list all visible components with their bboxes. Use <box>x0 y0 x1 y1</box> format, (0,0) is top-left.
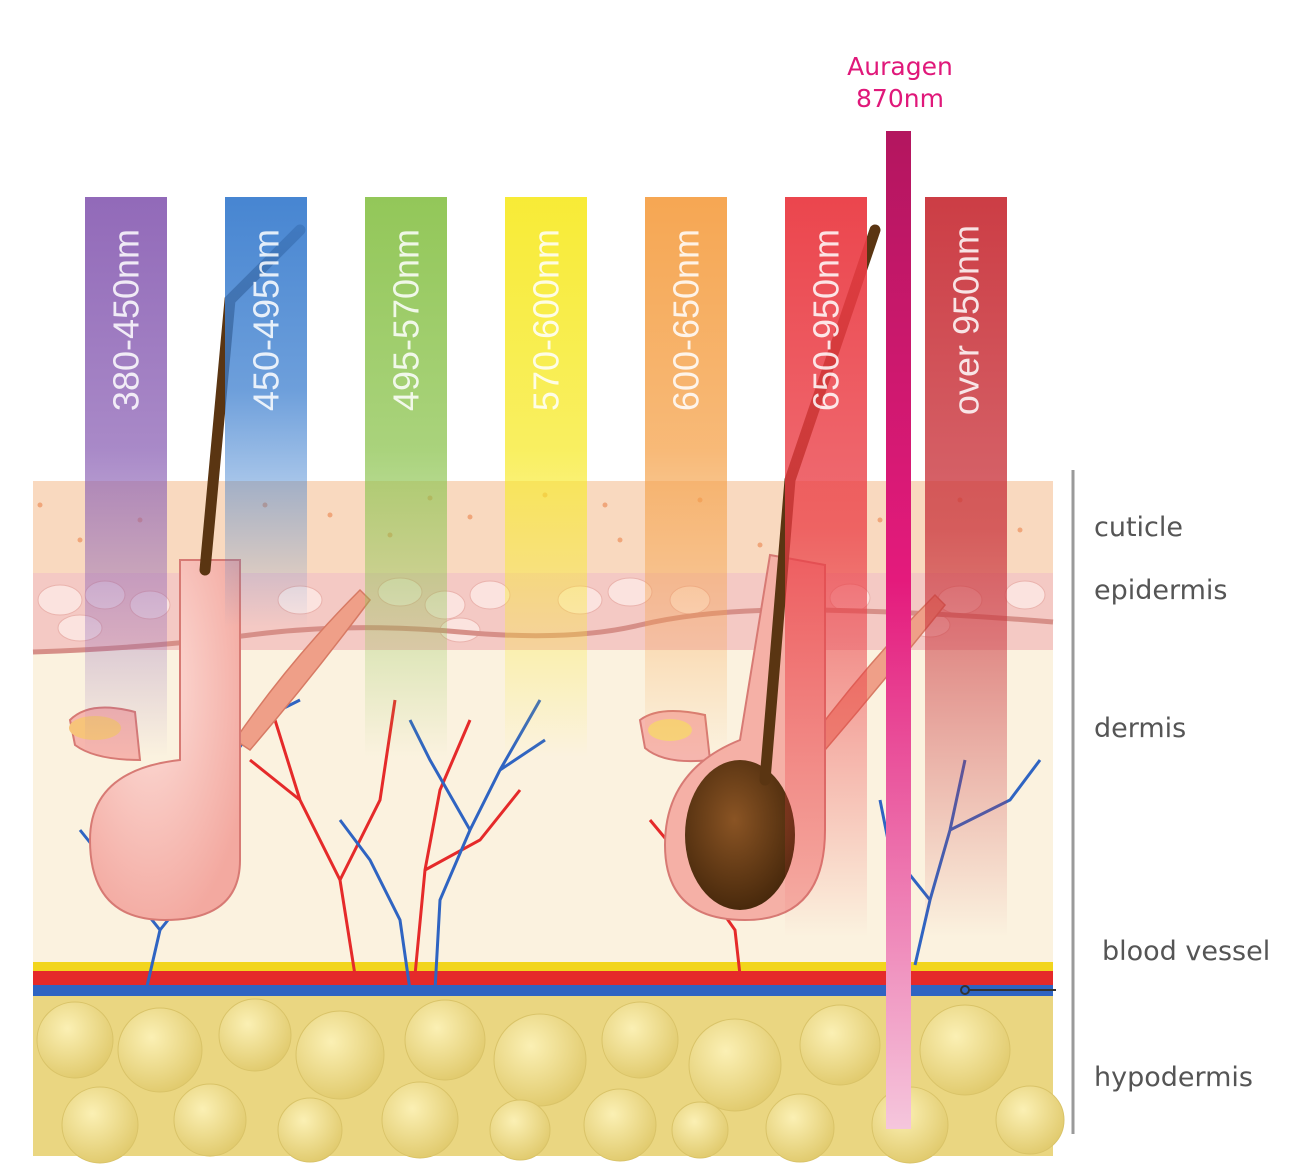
layer-label-epidermis: epidermis <box>1094 575 1228 606</box>
band-label-495-570nm: 495-570nm <box>386 229 427 411</box>
blood-vessel-vein <box>33 985 1053 996</box>
band-380-450nm <box>85 197 167 757</box>
band-600-650nm <box>645 197 727 757</box>
wavelength-bands: 380-450nm 450-495nm 495-570nm 570-600nm 600-… <box>85 197 1007 937</box>
band-label-600-650nm: 600-650nm <box>666 229 707 411</box>
product-wavelength: 870nm <box>856 84 944 113</box>
band-label-570-600nm: 570-600nm <box>526 229 567 411</box>
product-name: Auragen <box>847 52 953 81</box>
band-over-950nm <box>925 197 1007 937</box>
band-570-600nm <box>505 197 587 757</box>
band-label-450-495nm: 450-495nm <box>246 229 287 411</box>
layer-label-blood-vessel: blood vessel <box>1102 936 1271 967</box>
blood-vessel-yellow <box>33 962 1053 971</box>
layer-label-hypodermis: hypodermis <box>1094 1062 1253 1093</box>
band-650-950nm <box>785 197 867 937</box>
band-label-380-450nm: 380-450nm <box>106 229 147 411</box>
band-label-over-950nm: over 950nm <box>946 225 987 415</box>
vessel-marker <box>960 985 1056 995</box>
product-label: Auragen 870nm <box>820 51 980 115</box>
layer-label-dermis: dermis <box>1094 713 1187 744</box>
band-450-495nm <box>225 197 307 627</box>
auragen-beam <box>886 131 911 1129</box>
fat-cells <box>36 998 1065 1164</box>
blood-vessel-artery <box>33 971 1053 985</box>
layer-label-cuticle: cuticle <box>1094 512 1184 543</box>
band-495-570nm <box>365 197 447 757</box>
band-label-650-950nm: 650-950nm <box>806 229 847 411</box>
